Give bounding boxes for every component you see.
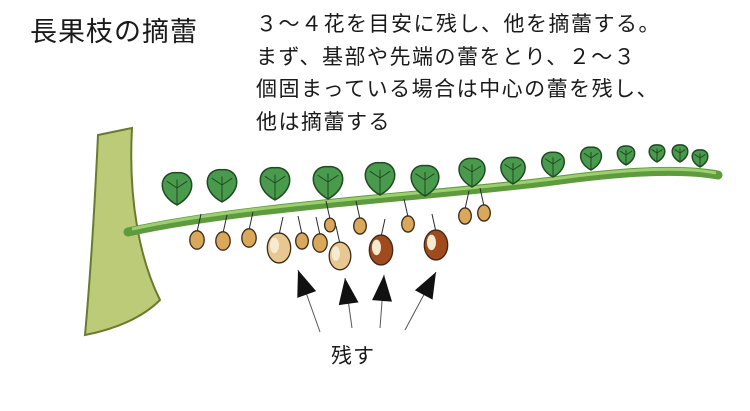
bud-stalk: [431, 213, 437, 233]
bud-highlight: [331, 246, 340, 261]
leaf-vein: [504, 163, 522, 184]
bud-stalk: [335, 225, 341, 245]
leaf-vein: [317, 173, 339, 199]
leaf-vein: [694, 153, 706, 167]
bud-stalk: [278, 216, 284, 236]
bud-stalk: [403, 198, 409, 218]
bud-stalk: [248, 211, 254, 231]
leaf-vein: [544, 157, 562, 177]
instruction-line: 他は摘蕾する: [256, 109, 391, 134]
bud-stalk: [222, 214, 228, 234]
main-stem-highlight: [131, 167, 717, 231]
arrow-head-icon: [338, 278, 359, 306]
bud: [323, 217, 337, 233]
bud: [312, 233, 328, 253]
bud: [458, 207, 472, 225]
bud: [241, 228, 257, 248]
bud: [477, 204, 491, 222]
leaf-vein: [619, 150, 633, 165]
arrow-head-icon: [414, 272, 436, 300]
instruction-line: ３～４花を目安に残し、他を摘蕾する。: [256, 12, 661, 36]
bud-stalk: [380, 218, 386, 238]
instruction-line: 個固まっている場合は中心の蕾を残し、: [256, 77, 660, 101]
bud-stalk: [355, 200, 361, 220]
leaf-vein: [264, 174, 286, 200]
bud: [215, 231, 231, 251]
bud-stalk: [196, 213, 202, 233]
bud: [189, 230, 205, 250]
arrow-head-icon: [297, 270, 317, 298]
bud-highlight: [371, 239, 382, 256]
trunk: [83, 126, 162, 337]
bud-stalk: [464, 190, 470, 210]
leaf-vein: [211, 176, 233, 202]
leaf-vein: [674, 148, 686, 162]
instruction-line: まず、基部や先端の蕾をとり、２～３: [256, 44, 637, 69]
leaf-vein: [462, 164, 482, 187]
page-title: 長果枝の摘蕾: [30, 17, 198, 48]
arrow-head-icon: [372, 275, 393, 302]
leaf-vein: [166, 179, 188, 205]
bud-stalk: [325, 200, 331, 220]
keep-label: 残す: [331, 344, 375, 368]
bud-highlight: [426, 234, 437, 251]
leaf-vein: [651, 148, 663, 162]
bud-stalk: [315, 216, 321, 236]
bud-stalk: [297, 215, 303, 235]
leaf-vein: [583, 152, 599, 170]
bud-highlight: [269, 237, 280, 254]
bud: [401, 215, 415, 233]
bud-stalk: [479, 187, 485, 207]
main-stem: [123, 166, 723, 237]
leaf-vein: [369, 169, 391, 195]
bud: [295, 232, 309, 250]
bud: [353, 217, 367, 235]
leaf-vein: [415, 172, 435, 196]
instruction-text: ３～４花を目安に残し、他を摘蕾する。 まず、基部や先端の蕾をとり、２～３ 個固ま…: [256, 8, 661, 138]
